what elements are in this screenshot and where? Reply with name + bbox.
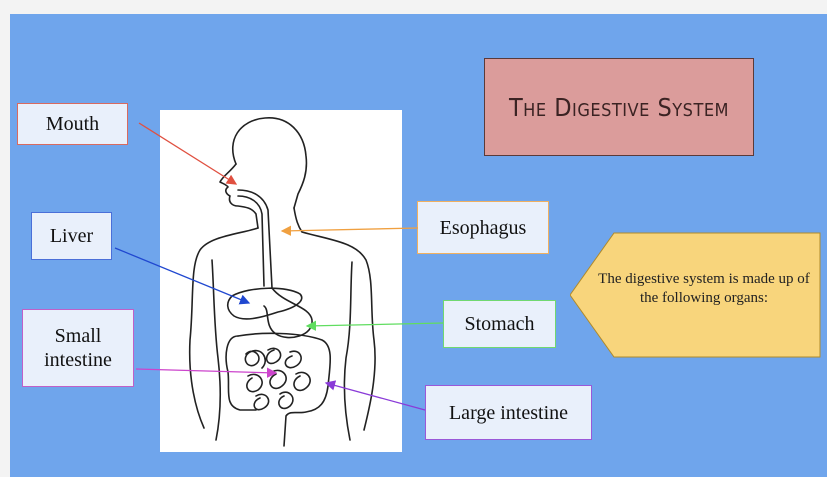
- digestive-system-illustration: [160, 110, 402, 452]
- left-shoulder-arm: [190, 228, 258, 428]
- esophagus-outer: [238, 190, 272, 288]
- callout-text: The digestive system is made up of the f…: [592, 270, 816, 308]
- large-intestine-label: Large intestine: [425, 385, 592, 440]
- head-outline: [233, 118, 307, 208]
- digestive-figure-panel: [160, 110, 402, 452]
- mouth-label: Mouth: [17, 103, 128, 145]
- callout-box: The digestive system is made up of the f…: [570, 232, 821, 358]
- liver-label: Liver: [31, 212, 112, 260]
- stomach-shape: [264, 288, 312, 338]
- stomach-label: Stomach: [443, 300, 556, 348]
- left-torso: [212, 260, 220, 440]
- title-box: The Digestive System: [484, 58, 754, 156]
- right-torso: [344, 262, 352, 440]
- large-intestine-right: [238, 333, 330, 446]
- esophagus-label: Esophagus: [417, 201, 549, 254]
- large-intestine-left: [226, 336, 256, 410]
- small-intestine-coils: [245, 348, 310, 409]
- diagram-title: The Digestive System: [509, 93, 729, 122]
- right-shoulder-arm: [294, 208, 375, 430]
- small-intestine-label: Small intestine: [22, 309, 134, 387]
- liver-shape: [228, 288, 302, 319]
